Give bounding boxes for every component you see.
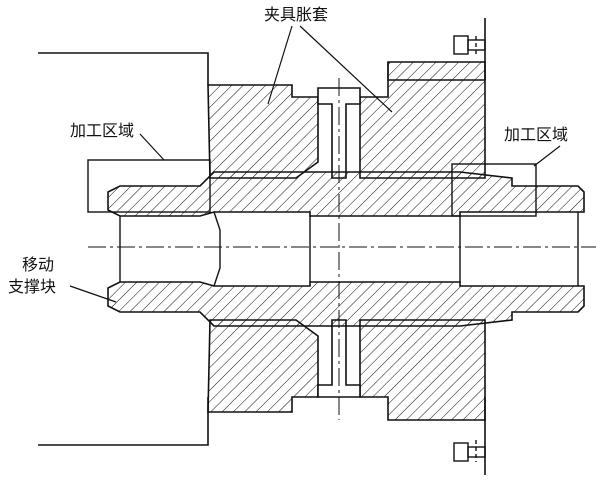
label-fixture-sleeve: 夹具胀套 — [264, 5, 328, 24]
label-support-line1: 移动 — [22, 255, 54, 274]
label-machining-area-right: 加工区域 — [504, 125, 568, 144]
workpiece-shaft — [107, 171, 585, 327]
bolt-top — [453, 35, 486, 56]
machining-area-box-left — [87, 159, 211, 213]
bolt-bottom — [453, 440, 486, 462]
expansion-sleeve-upper-left — [207, 84, 319, 179]
expansion-sleeve-lower-left — [207, 319, 319, 413]
expansion-sleeve-upper-right — [359, 61, 486, 179]
leader-lines — [69, 25, 561, 303]
expansion-sleeve-lower-right — [359, 319, 486, 421]
label-machining-area-left: 加工区域 — [70, 121, 134, 140]
label-support-line2: 支撑块 — [8, 277, 56, 296]
machining-area-box-right — [451, 163, 537, 217]
